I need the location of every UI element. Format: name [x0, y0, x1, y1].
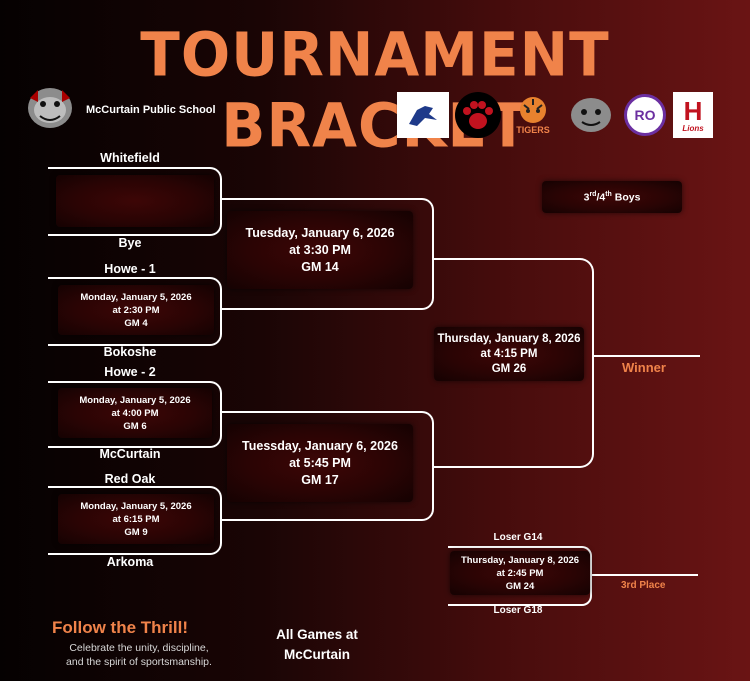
game-date: Monday, January 5, 2026 — [79, 394, 191, 406]
team-mccurtain: McCurtain — [99, 447, 161, 461]
team-whitefield: Whitefield — [100, 151, 160, 165]
team-howe-2: Howe - 2 — [104, 365, 156, 379]
game-time: at 2:45 PM — [496, 567, 544, 579]
bracket-line — [220, 198, 434, 310]
game-box-gm26: Thursday, January 8, 2026 at 4:15 PM GM … — [434, 327, 584, 381]
team-red-oak: Red Oak — [104, 472, 156, 486]
game-number: GM 4 — [124, 317, 148, 329]
game-number: GM 17 — [301, 472, 339, 487]
game-date: Tuessday, January 6, 2026 — [242, 438, 398, 453]
game-number: GM 9 — [124, 526, 148, 538]
game-number: GM 14 — [301, 259, 339, 274]
game-date: Monday, January 5, 2026 — [80, 500, 192, 512]
third-place-line — [590, 574, 698, 576]
game-box-gm17: Tuessday, January 6, 2026 at 5:45 PM GM … — [227, 424, 413, 502]
team-bokoshe: Bokoshe — [103, 345, 157, 359]
game-number: GM 26 — [491, 362, 527, 375]
all-games-location: All Games at McCurtain — [276, 627, 358, 662]
team-logos: TIGERS RO H Lions — [397, 92, 713, 138]
bracket-line — [432, 258, 594, 468]
team-loser-g18: Loser G18 — [493, 605, 543, 616]
game-time: at 5:45 PM — [289, 455, 351, 470]
ro-logo-icon: RO — [623, 92, 667, 138]
tagline: Celebrate the unity, discipline, and the… — [66, 642, 212, 668]
game-box-gm14: Tuesday, January 6, 2026 at 3:30 PM GM 1… — [227, 211, 413, 289]
lions-h-logo-icon: H Lions — [673, 92, 713, 138]
mustang-logo-icon — [397, 92, 449, 138]
game-time: at 2:30 PM — [112, 304, 160, 316]
bulldog-logo-icon — [24, 84, 76, 132]
third-place-label: 3rd Place — [621, 580, 666, 591]
game-date: Thursday, January 8, 2026 — [437, 332, 581, 345]
bracket-division-label: 3rd/4th Boys — [542, 181, 682, 213]
bracket-line — [448, 546, 592, 606]
team-bye: Bye — [118, 236, 142, 250]
school-name: McCurtain Public School — [86, 104, 216, 116]
game-number: GM 6 — [123, 420, 147, 432]
game-date: Tuesday, January 6, 2026 — [245, 225, 395, 240]
follow-headline: Follow the Thrill! — [52, 618, 188, 637]
team-loser-g14: Loser G14 — [493, 532, 543, 543]
game-box-gm24: Thursday, January 8, 2026 at 2:45 PM GM … — [450, 551, 590, 595]
game-date: Thursday, January 8, 2026 — [460, 554, 580, 566]
winner-line — [592, 355, 700, 357]
game-box-gm9: Monday, January 5, 2026 at 6:15 PM GM 9 — [58, 494, 214, 544]
bulldog-logo-icon — [565, 92, 617, 138]
winner-label: Winner — [622, 360, 666, 375]
game-date: Monday, January 5, 2026 — [80, 291, 192, 303]
tiger-logo-icon: TIGERS — [507, 92, 559, 138]
game-time: at 4:00 PM — [111, 407, 159, 419]
team-arkoma: Arkoma — [106, 555, 154, 569]
bracket-line — [48, 277, 222, 346]
game-number: GM 24 — [505, 580, 535, 592]
game-box-gm4: Monday, January 5, 2026 at 2:30 PM GM 4 — [58, 285, 214, 335]
panther-paw-logo-icon — [455, 92, 501, 138]
game-box-gm6: Monday, January 5, 2026 at 4:00 PM GM 6 — [58, 388, 212, 438]
game-time: at 4:15 PM — [480, 347, 538, 360]
game-time: at 3:30 PM — [289, 242, 351, 257]
game-time: at 6:15 PM — [112, 513, 160, 525]
page-title: TOURNAMENT BRACKET — [140, 18, 610, 162]
bye-box — [56, 175, 214, 227]
team-howe-1: Howe - 1 — [104, 262, 156, 276]
